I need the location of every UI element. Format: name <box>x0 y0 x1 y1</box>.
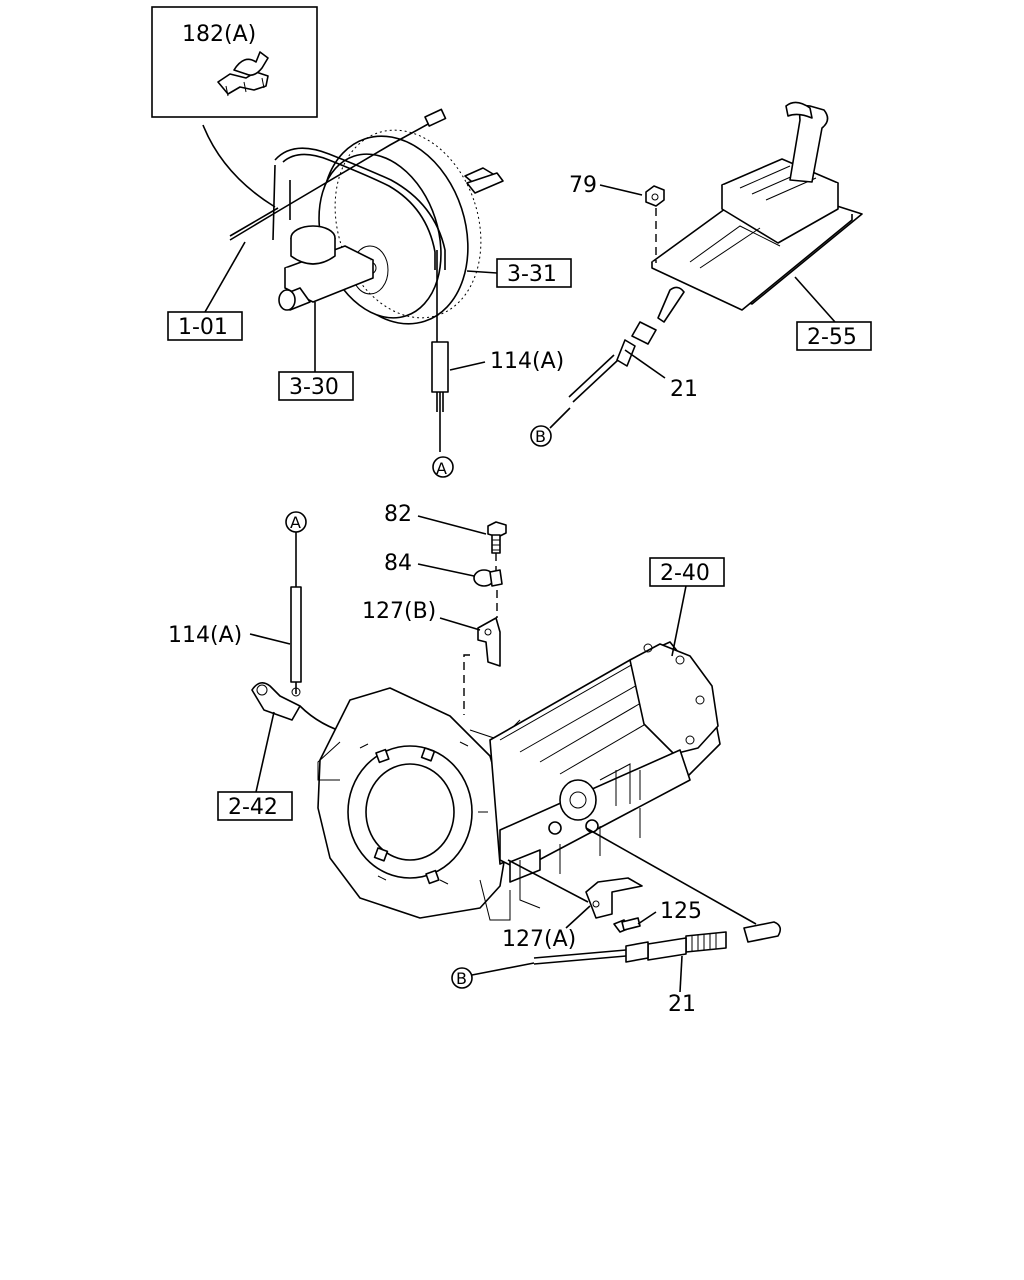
pipe-2 <box>229 207 279 237</box>
label-79: 79 <box>569 173 597 198</box>
connector-a-top[interactable]: A <box>432 456 454 478</box>
bracket-127a <box>585 877 643 919</box>
transmission-icon <box>317 641 721 921</box>
leader-82 <box>417 515 487 535</box>
svg-text:A: A <box>290 513 301 532</box>
label-127b: 127(B) <box>362 599 436 624</box>
link-b-bottom <box>471 962 535 976</box>
ref-2-55[interactable]: 2-55 <box>807 325 857 350</box>
label-125: 125 <box>660 899 702 924</box>
pipe-end <box>424 108 447 127</box>
leader-21-top <box>624 349 666 379</box>
ref-box-2-55[interactable] <box>796 321 872 351</box>
svg-text:B: B <box>456 969 467 988</box>
leader-1-01 <box>204 241 246 313</box>
leader-125 <box>637 911 657 925</box>
cable-21-bottom <box>533 827 782 965</box>
leader-2-40 <box>671 585 687 657</box>
label-84: 84 <box>384 551 412 576</box>
label-21-bottom: 21 <box>668 992 696 1017</box>
leader-84 <box>417 563 475 577</box>
master-cylinder-icon <box>278 225 374 311</box>
brake-booster-icon <box>318 129 504 325</box>
svg-text:A: A <box>436 459 447 478</box>
ref-1-01[interactable]: 1-01 <box>178 315 228 340</box>
ref-2-40[interactable]: 2-40 <box>660 561 710 586</box>
line-down <box>272 164 291 241</box>
leader-79 <box>599 184 643 196</box>
bolt-125 <box>613 917 641 933</box>
cable-21-top <box>568 286 685 403</box>
connector-b-bottom[interactable]: B <box>451 967 473 989</box>
ref-box-3-30[interactable] <box>278 371 354 401</box>
label-114a-top: 114(A) <box>490 349 564 374</box>
leader-2-55 <box>794 276 836 323</box>
brake-hose <box>274 147 446 270</box>
bolt-82 <box>487 521 507 554</box>
bracket-127b <box>477 617 501 667</box>
ref-3-31[interactable]: 3-31 <box>507 262 557 287</box>
label-82: 82 <box>384 502 412 527</box>
leader-114a-top <box>449 361 486 371</box>
connector-a-bottom[interactable]: A <box>285 511 307 533</box>
ref-box-2-42[interactable] <box>217 791 293 821</box>
leader-127a <box>565 905 591 929</box>
leader-21-bottom <box>679 955 683 993</box>
pipe <box>229 122 431 241</box>
label-114a-bottom: 114(A) <box>168 623 242 648</box>
ref-2-42[interactable]: 2-42 <box>228 795 278 820</box>
link-b-top <box>549 407 571 429</box>
ref-box-3-31[interactable] <box>496 258 572 288</box>
line-127a-trans <box>507 859 589 903</box>
ref-3-30[interactable]: 3-30 <box>289 375 339 400</box>
label-182a: 182(A) <box>182 22 256 47</box>
ref-box-2-40[interactable] <box>649 557 725 587</box>
cable-114a-bottom <box>290 586 302 697</box>
clip-icon <box>217 51 269 97</box>
ref-box-1-01[interactable] <box>167 311 243 341</box>
detail-inset: 182(A) <box>151 6 318 118</box>
svg-text:B: B <box>535 427 546 446</box>
label-21-top: 21 <box>670 377 698 402</box>
leader-127b <box>439 617 481 631</box>
shift-lever-icon <box>651 101 863 311</box>
inset-leader <box>202 124 276 208</box>
dash-127b <box>463 654 470 715</box>
leader-2-42 <box>255 711 275 793</box>
nut-79 <box>645 185 665 207</box>
leader-114a-bottom <box>249 633 291 645</box>
brake-hose-inner <box>282 153 436 270</box>
cable-114a-top <box>431 250 449 452</box>
leader-3-31 <box>466 270 498 274</box>
clamp-84 <box>473 569 503 587</box>
connector-b-top[interactable]: B <box>530 425 552 447</box>
label-127a: 127(A) <box>502 927 576 952</box>
bracket-2-42 <box>251 682 351 735</box>
